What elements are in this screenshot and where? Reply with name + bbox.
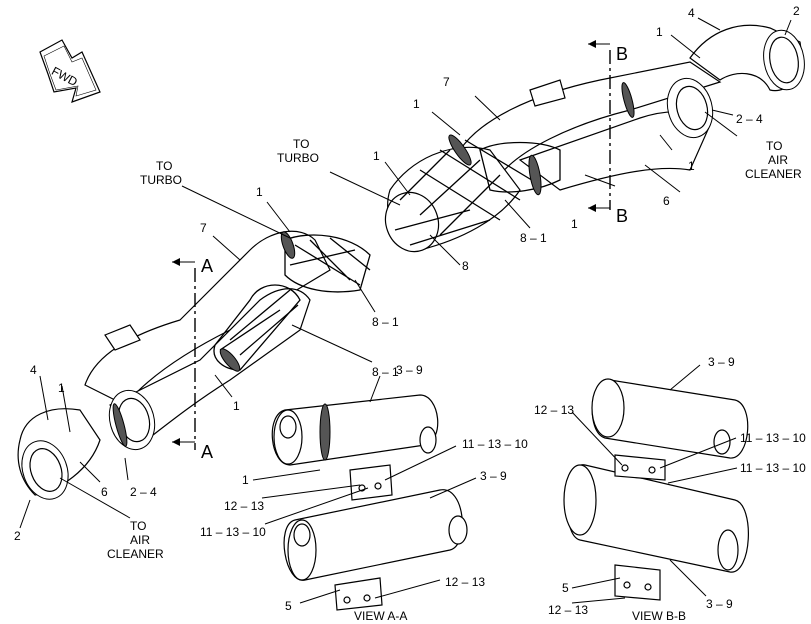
to-air-cleaner-lower-cleaner: CLEANER (107, 547, 164, 561)
view-b-b-title: VIEW B-B (632, 609, 686, 623)
callout-8-upper: 8 (462, 259, 469, 273)
callout-1-upper-c: 1 (571, 217, 578, 231)
callout-11-13-10-view-b-b: 11 – 13 – 10 (740, 461, 806, 475)
callout-2-lower: 2 (14, 529, 21, 543)
section-line-a (172, 258, 196, 450)
view-a-a-title: VIEW A-A (354, 609, 407, 623)
callout-3-9-view-b-bottom: 3 – 9 (706, 597, 733, 611)
section-marker-a-bottom: A (201, 442, 213, 462)
to-air-cleaner-upper-air: AIR (768, 153, 788, 167)
callout-5-view-b: 5 (562, 581, 569, 595)
callout-1-upper-d: 1 (413, 97, 420, 111)
callout-12-13-view-b-top: 12 – 13 (534, 403, 574, 417)
callout-1-upper-a: 1 (656, 25, 663, 39)
callout-12-13-view-a-bottom: 12 – 13 (445, 575, 485, 589)
section-marker-b-top: B (616, 44, 628, 64)
callout-11-13-10-view-a-right: 11 – 13 – 10 (462, 437, 528, 451)
to-air-cleaner-upper-cleaner: CLEANER (745, 167, 802, 181)
callout-12-13-view-b-bottom: 12 – 13 (548, 603, 588, 617)
lower-pipe-assembly (17, 230, 371, 500)
callout-11-13-10-view-b-a: 11 – 13 – 10 (740, 431, 806, 445)
view-a-a-drawing (271, 394, 468, 611)
section-marker-b-bottom: B (616, 206, 628, 226)
callout-4-lower: 4 (30, 363, 37, 377)
callout-2-upper: 2 (793, 4, 800, 18)
to-air-cleaner-upper-to: TO (766, 139, 782, 153)
callout-3-9-view-a-top: 3 – 9 (396, 363, 423, 377)
section-marker-a-top: A (201, 256, 213, 276)
callout-6-lower: 6 (101, 485, 108, 499)
callout-6-upper: 6 (663, 194, 670, 208)
callout-3-9-view-b-top: 3 – 9 (708, 355, 735, 369)
callout-11-13-10-view-a-left: 11 – 13 – 10 (200, 525, 266, 539)
callout-2-4-lower: 2 – 4 (130, 485, 157, 499)
callout-7-lower: 7 (200, 221, 207, 235)
leader-lines (19, 17, 792, 604)
to-turbo-lower-to: TO (156, 159, 172, 173)
to-air-cleaner-lower-air: AIR (130, 533, 150, 547)
upper-pipe-assembly (384, 24, 805, 253)
to-turbo-upper-turbo: TURBO (277, 151, 319, 165)
to-turbo-lower-turbo: TURBO (140, 173, 182, 187)
callout-2-4-upper: 2 – 4 (736, 112, 763, 126)
callout-1-lower-c: 1 (58, 381, 65, 395)
callout-7-upper: 7 (443, 75, 450, 89)
callout-1-lower-a: 1 (256, 185, 263, 199)
to-air-cleaner-lower-to: TO (130, 519, 146, 533)
fwd-arrow-icon (39, 39, 101, 103)
view-b-b-drawing (563, 378, 749, 601)
callout-3-9-view-a-right: 3 – 9 (480, 469, 507, 483)
callout-12-13-view-a-left: 12 – 13 (224, 499, 264, 513)
callout-8-1-lower-a: 8 – 1 (372, 315, 399, 329)
section-line-b (588, 40, 611, 212)
callout-1-lower-b: 1 (233, 399, 240, 413)
callout-1-upper-b: 1 (688, 159, 695, 173)
callout-labels: 4 2 1 2 – 4 TO AIR CLEANER 1 6 1 7 1 TO … (14, 4, 806, 623)
callout-1-view-a: 1 (242, 473, 249, 487)
callout-4-upper: 4 (688, 6, 695, 20)
to-turbo-upper-to: TO (293, 137, 309, 151)
callout-5-view-a: 5 (285, 599, 292, 613)
callout-8-1-upper: 8 – 1 (520, 231, 547, 245)
callout-8-1-lower-b: 8 – 1 (372, 365, 399, 379)
callout-1-upper-e: 1 (373, 149, 380, 163)
